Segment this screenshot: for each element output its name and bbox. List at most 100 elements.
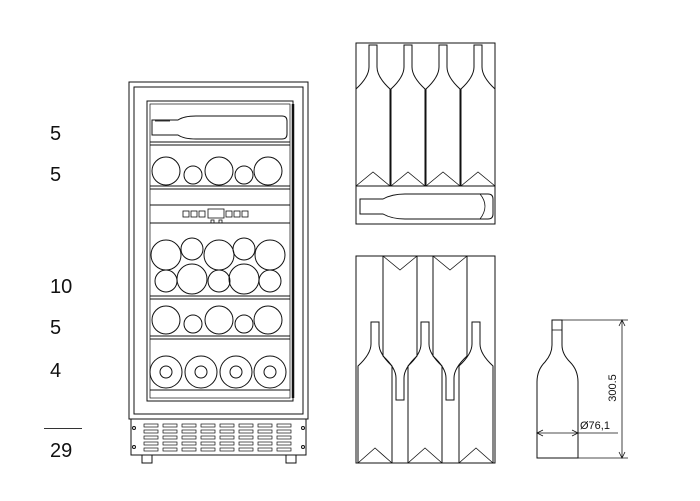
bottle-neck-end [183,314,203,334]
bottle-base [151,305,181,335]
vent-slot [219,429,235,434]
cabinet-outline [128,81,309,420]
vent-slot [143,429,159,434]
vent-slot [219,423,235,428]
vent-slot [276,435,292,440]
vent-slot [200,447,216,452]
bottle-punt [159,365,173,379]
feet [141,454,297,464]
upright-bottle [458,321,494,464]
bottle-neck-end [258,269,282,293]
lying-bottle [151,115,288,140]
inverted-bottle [432,255,468,401]
vent-slot [162,441,178,446]
shelf-count-upper: 5 [50,164,62,186]
vent-slot [276,429,292,434]
bottle-base [204,305,234,335]
vent-slot [219,447,235,452]
vent-slot [143,423,159,428]
shelf-count-top: 5 [50,123,62,145]
vent-slot [143,441,159,446]
vent-slot [219,435,235,440]
vent-slot [238,423,254,428]
door-frame [133,86,304,415]
shelf-count-bottom: 4 [50,360,62,382]
vent-slot [238,441,254,446]
vent-slot [181,423,197,428]
total-divider [44,428,82,429]
vent-slot [257,447,273,452]
vent-slot [276,447,292,452]
bottle-base [253,355,287,389]
bottle-neck-end [234,165,254,185]
vent-slot [257,435,273,440]
bottle-neck-end [232,237,256,261]
vent-slot [162,435,178,440]
vent-slot [200,429,216,434]
shelf-lower [151,305,283,335]
vent-slot [162,423,178,428]
upright-bottle [357,321,393,464]
shelf-bottom [149,355,287,389]
lying-bottle-side [359,193,494,220]
total-count: 29 [50,440,73,462]
vent-slot [200,441,216,446]
bottle-base [150,239,182,271]
vent-slot [181,435,197,440]
vent-slot [143,447,159,452]
vent-slot [200,423,216,428]
vent-slot [257,423,273,428]
standing-bottle [460,44,496,187]
vent-slot [181,429,197,434]
vent-slot [238,429,254,434]
bottle-neck-end [180,237,204,261]
bottle-punt [263,365,277,379]
bottle-neck-end [207,269,231,293]
vent-slot [181,441,197,446]
control-buttons [182,208,249,224]
bottle-punt [229,365,243,379]
bottle-neck-end [234,314,254,334]
vent-slot [219,441,235,446]
bottle-base [149,355,183,389]
bottle-base [254,239,286,271]
vent-slot [181,447,197,452]
bottle-outline [536,319,579,459]
standing-bottle [425,44,461,187]
vent-slot [276,423,292,428]
bottle-punt [194,365,208,379]
inverted-bottle [382,255,418,401]
vent-slot [257,441,273,446]
shelf-middle [150,237,286,295]
bottle-base [204,156,234,186]
section-outline-bottom [355,255,496,464]
shelf-top [150,115,290,146]
control-panel [150,204,290,224]
shelf-layout-bottom-section [355,255,496,464]
shelf-count-middle: 10 [50,276,73,298]
bottle-neck-end [154,269,178,293]
vent-slot [238,435,254,440]
vent-slot [276,441,292,446]
bottle-base [176,263,208,295]
bottle-dimension-drawing [536,319,628,459]
shelf-count-lower: 5 [50,317,62,339]
shelf-layout-top-section [355,42,496,225]
bottle-base [253,156,283,186]
glass-inner-edge [149,103,291,399]
vent-slot [200,435,216,440]
bottle-base [228,263,260,295]
bottle-neck-end [183,165,203,185]
ventilation-grille [129,418,308,456]
wine-cooler-front-view [128,81,309,464]
bottle-height-label: 300.5 [607,374,619,402]
standing-bottle [390,44,426,187]
vent-slot [162,447,178,452]
vent-slot [143,435,159,440]
shelf-upper [151,156,283,186]
vent-slot [238,447,254,452]
vent-slot [257,429,273,434]
bottle-base [203,239,235,271]
bottle-base [253,305,283,335]
